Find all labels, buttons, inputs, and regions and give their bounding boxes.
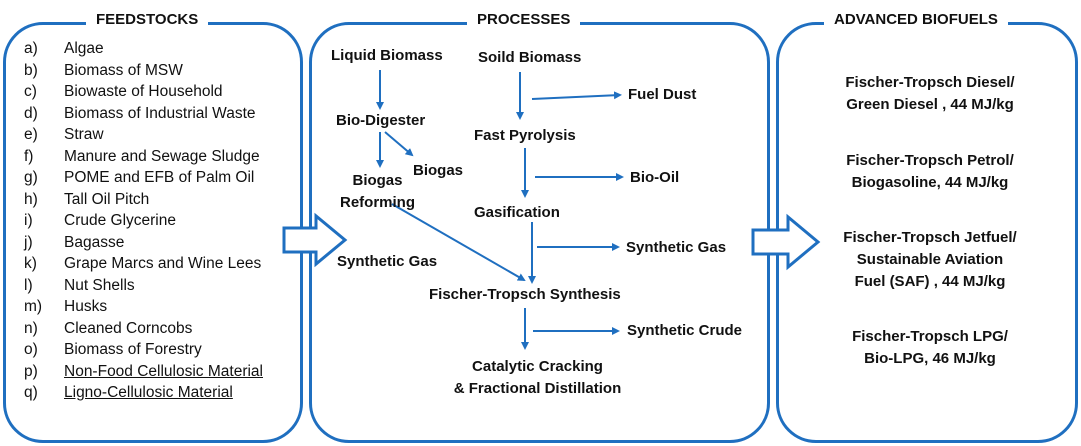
fast-pyrolysis-label: Fast Pyrolysis (474, 127, 576, 144)
list-item: j)Bagasse (24, 233, 125, 251)
ft-synthesis-label: Fischer-Tropsch Synthesis (429, 286, 621, 303)
processes-title: PROCESSES (467, 10, 581, 30)
list-item: b)Biomass of MSW (24, 61, 183, 79)
arrow-reforming-to-synthesis (391, 203, 526, 281)
biogas-reforming-label: Biogas Reforming (340, 172, 415, 211)
list-item: p)Non-Food Cellulosic Material (24, 362, 263, 380)
synthetic-gas-right-label: Synthetic Gas (626, 239, 727, 256)
catalytic-cracking-label: Catalytic Cracking & Fractional Distilla… (453, 358, 622, 397)
fuel-dust-label: Fuel Dust (628, 86, 697, 103)
list-item: h)Tall Oil Pitch (24, 190, 150, 208)
list-item: f)Manure and Sewage Sludge (24, 147, 260, 165)
big-arrow-feedstocks-to-processes (282, 212, 348, 268)
biofuel-jetfuel: Fischer-Tropsch Jetfuel/ Sustainable Avi… (843, 229, 1017, 290)
biofuel-petrol: Fischer-Tropsch Petrol/ Biogasoline, 44 … (846, 152, 1014, 191)
synthetic-crude-label: Synthetic Crude (627, 322, 743, 339)
gasification-label: Gasification (474, 204, 560, 221)
list-item: g)POME and EFB of Palm Oil (24, 169, 255, 186)
big-arrow-processes-to-biofuels (751, 213, 821, 271)
biogas-label: Biogas (413, 162, 464, 179)
synthetic-gas-left-label: Synthetic Gas (337, 253, 438, 270)
biofuel-lpg: Fischer-Tropsch LPG/ Bio-LPG, 46 MJ/kg (852, 328, 1008, 367)
feedstocks-title: FEEDSTOCKS (86, 10, 209, 30)
biofuel-diesel: Fischer-Tropsch Diesel/ Green Diesel , 4… (845, 74, 1015, 113)
list-item: k)Grape Marcs and Wine Lees (24, 255, 262, 272)
list-item: i)Crude Glycerine (24, 212, 176, 229)
liquid-biomass-label: Liquid Biomass (331, 47, 443, 64)
solid-biomass-label: Soild Biomass (478, 49, 582, 66)
arrow-to-fuel-dust (531, 91, 622, 100)
list-item: e)Straw (24, 126, 104, 143)
arrow-digester-to-biogas (384, 131, 414, 157)
list-item: m)Husks (24, 298, 108, 315)
list-item: d)Biomass of Industrial Waste (24, 104, 256, 122)
list-item: a)Algae (24, 40, 104, 57)
list-item: q)Ligno-Cellulosic Material (24, 384, 233, 401)
list-item: o)Biomass of Forestry (24, 341, 202, 358)
list-item: l)Nut Shells (24, 276, 135, 294)
list-item: c)Biowaste of Household (24, 83, 223, 100)
bio-digester-label: Bio-Digester (336, 112, 426, 129)
list-item: n)Cleaned Corncobs (24, 319, 193, 337)
bio-oil-label: Bio-Oil (630, 169, 680, 186)
advanced-biofuels-title: ADVANCED BIOFUELS (824, 10, 1008, 30)
feedstocks-list: a)Algae b)Biomass of MSW c)Biowaste of H… (24, 38, 263, 404)
